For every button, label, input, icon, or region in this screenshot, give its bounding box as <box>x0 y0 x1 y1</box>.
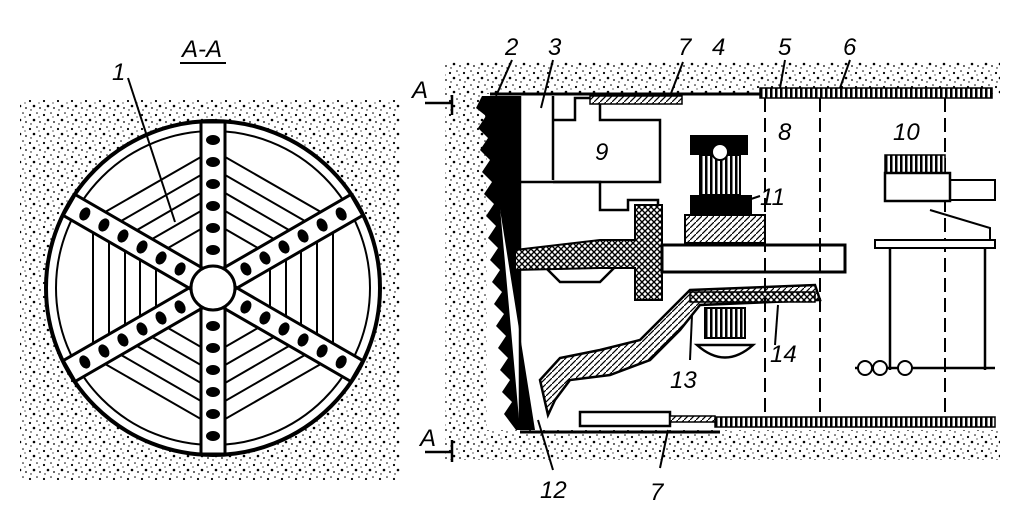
shield-skin-bottom <box>714 416 996 428</box>
leader-1 <box>127 77 176 223</box>
label-3: 3 <box>548 34 562 61</box>
label-13: 13 <box>670 367 697 394</box>
label-1: 1 <box>112 59 125 86</box>
label-11: 11 <box>760 184 785 211</box>
lower-jack-7-rod <box>669 415 716 423</box>
section-mark-bottom-label: A <box>418 425 436 452</box>
drive-motor <box>684 135 766 244</box>
section-title: A-A <box>180 36 222 63</box>
label-8: 8 <box>778 119 792 146</box>
section-mark-top-label: A <box>410 77 428 104</box>
drive-frame <box>660 243 847 274</box>
label-10: 10 <box>893 119 920 146</box>
label-5: 5 <box>778 34 792 61</box>
label-7-top: 7 <box>678 34 693 61</box>
shield-skin-top <box>759 87 993 99</box>
chamber-9 <box>553 96 662 184</box>
conveyor-belt-14 <box>689 291 816 303</box>
label-2: 2 <box>504 34 518 61</box>
leader-lines <box>495 59 851 471</box>
main-shaft <box>514 204 663 301</box>
lower-motor <box>693 307 757 359</box>
erector-10 <box>855 154 996 376</box>
label-7-bottom: 7 <box>650 479 665 506</box>
soil-bottom <box>445 430 1000 460</box>
label-9: 9 <box>595 139 608 166</box>
cutter-hub <box>189 264 237 312</box>
upper-jack-7 <box>589 95 683 105</box>
label-14: 14 <box>770 341 797 368</box>
label-4: 4 <box>712 34 725 61</box>
soil-front <box>445 94 487 430</box>
section-a-a-view: 1 A-A <box>20 36 400 480</box>
label-6: 6 <box>843 34 857 61</box>
cutter-teeth <box>476 96 520 430</box>
label-12: 12 <box>540 477 567 504</box>
lower-jack-7 <box>578 410 672 428</box>
side-view: A A 2 3 7 4 5 6 9 8 10 11 14 13 12 7 <box>410 34 1000 506</box>
cutter-spokes <box>61 120 365 456</box>
